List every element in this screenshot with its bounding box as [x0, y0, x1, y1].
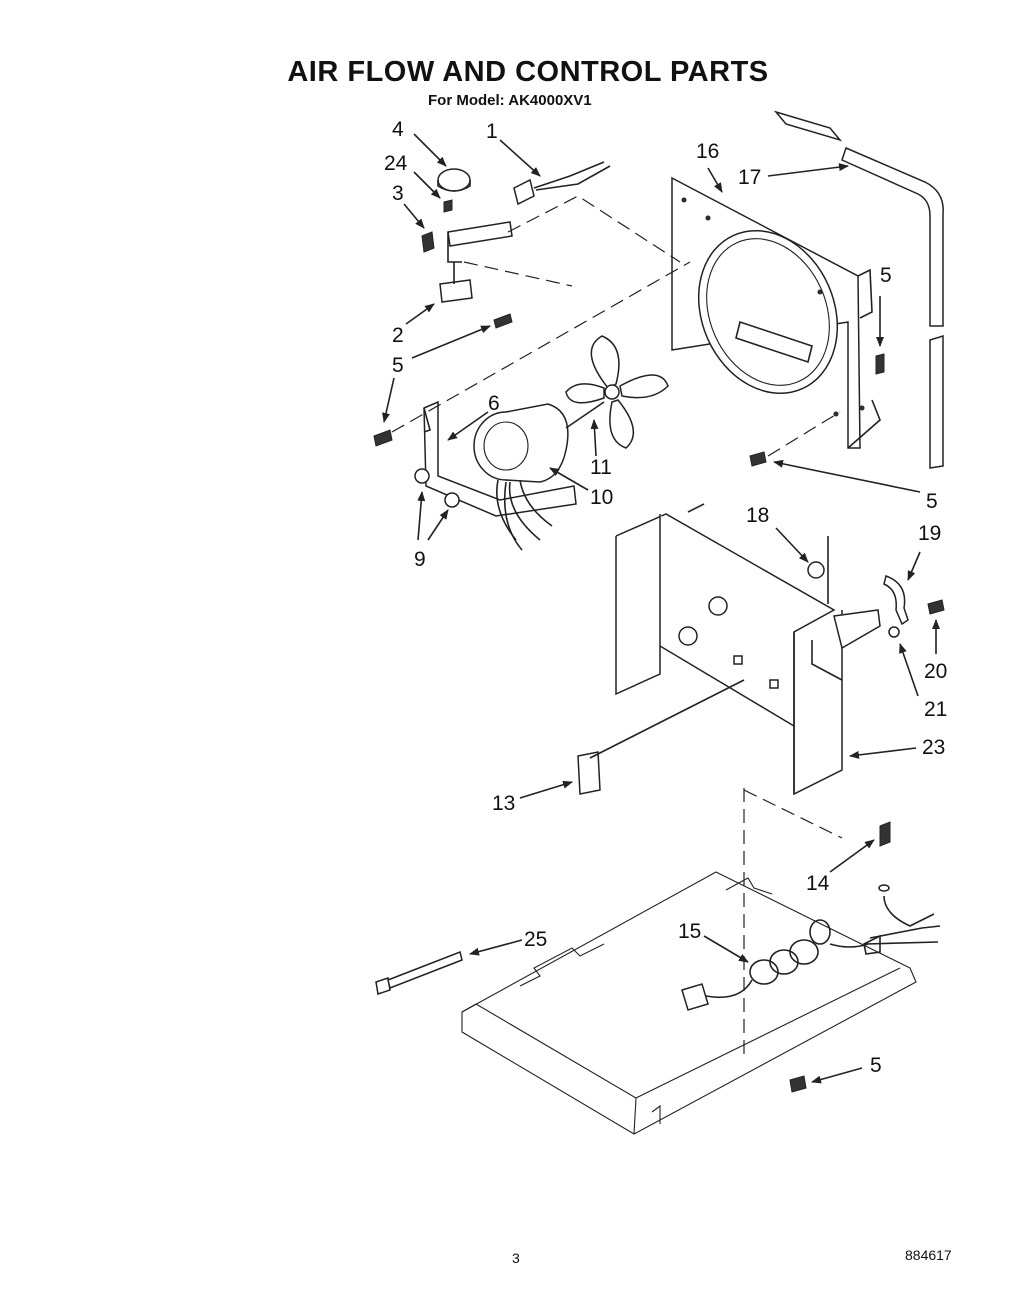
- callout-24: 24: [384, 152, 408, 175]
- page-title: AIR FLOW AND CONTROL PARTS: [287, 56, 769, 88]
- part-2-switch: [439, 279, 473, 303]
- callout-23: 23: [922, 736, 945, 759]
- base-pan: [461, 871, 917, 1135]
- part-16-shroud-panel: [671, 176, 881, 449]
- callout-21: 21: [924, 698, 947, 721]
- model-subtitle: For Model: AK4000XV1: [428, 92, 592, 109]
- callout-10: 10: [590, 486, 613, 509]
- callout-19: 19: [918, 522, 941, 545]
- callout-11: 11: [590, 456, 612, 479]
- part-14-screw: [879, 821, 891, 847]
- callout-25: 25: [524, 928, 547, 951]
- callout-5-mid: 5: [926, 490, 938, 513]
- callout-14: 14: [806, 872, 830, 895]
- part-19-clamp: [883, 575, 909, 626]
- page-number: 3: [512, 1250, 520, 1266]
- callout-1: 1: [486, 120, 498, 143]
- part-25-cable-tie: [375, 950, 463, 995]
- part-13-relay: [577, 751, 601, 795]
- part-9-grommet-b: [444, 492, 460, 508]
- part-21-washer: [888, 626, 900, 638]
- part-5-screw-d: [749, 451, 767, 467]
- callout-5-right: 5: [880, 264, 892, 287]
- leader-lines: [382, 133, 940, 1084]
- power-cord-assembly: [681, 821, 941, 1011]
- control-bracket: [447, 221, 513, 247]
- part-5-screw-e: [789, 1075, 807, 1093]
- part-24-screw: [443, 199, 453, 213]
- part-3-clip: [421, 231, 435, 253]
- cord-plug: [681, 983, 709, 1011]
- callout-5-bottom: 5: [870, 1054, 882, 1077]
- part-5-screw-c: [875, 353, 885, 375]
- part-11-fan-blade: [565, 335, 669, 449]
- callout-17: 17: [738, 166, 761, 189]
- callout-16: 16: [696, 140, 719, 163]
- callout-2: 2: [392, 324, 404, 347]
- callout-15: 15: [678, 920, 701, 943]
- part-5-screw-b: [373, 429, 393, 447]
- callout-4: 4: [392, 118, 404, 141]
- part-5-screw-a: [493, 313, 513, 329]
- part-18-nut: [807, 561, 825, 579]
- part-1-capacitor: [513, 178, 535, 206]
- callout-20: 20: [924, 660, 947, 683]
- callout-3: 3: [392, 182, 404, 205]
- callout-13: 13: [492, 792, 515, 815]
- part-17-seal-strips: [773, 110, 944, 469]
- part-23-control-housing: [577, 503, 945, 796]
- part-20-screw: [927, 599, 945, 615]
- callout-18: 18: [746, 504, 769, 527]
- callout-6: 6: [488, 392, 500, 415]
- control-bracket-assembly: [421, 161, 681, 329]
- part-9-grommet-a: [414, 468, 430, 484]
- document-number: 884617: [905, 1247, 952, 1263]
- callout-labels: 4 1 24 3 2 5 6 11 10 9 16 17 5 5 18 19 2…: [384, 118, 947, 1077]
- callout-9: 9: [414, 548, 426, 571]
- callout-5-left: 5: [392, 354, 404, 377]
- motor-and-mount-assembly: [373, 261, 691, 551]
